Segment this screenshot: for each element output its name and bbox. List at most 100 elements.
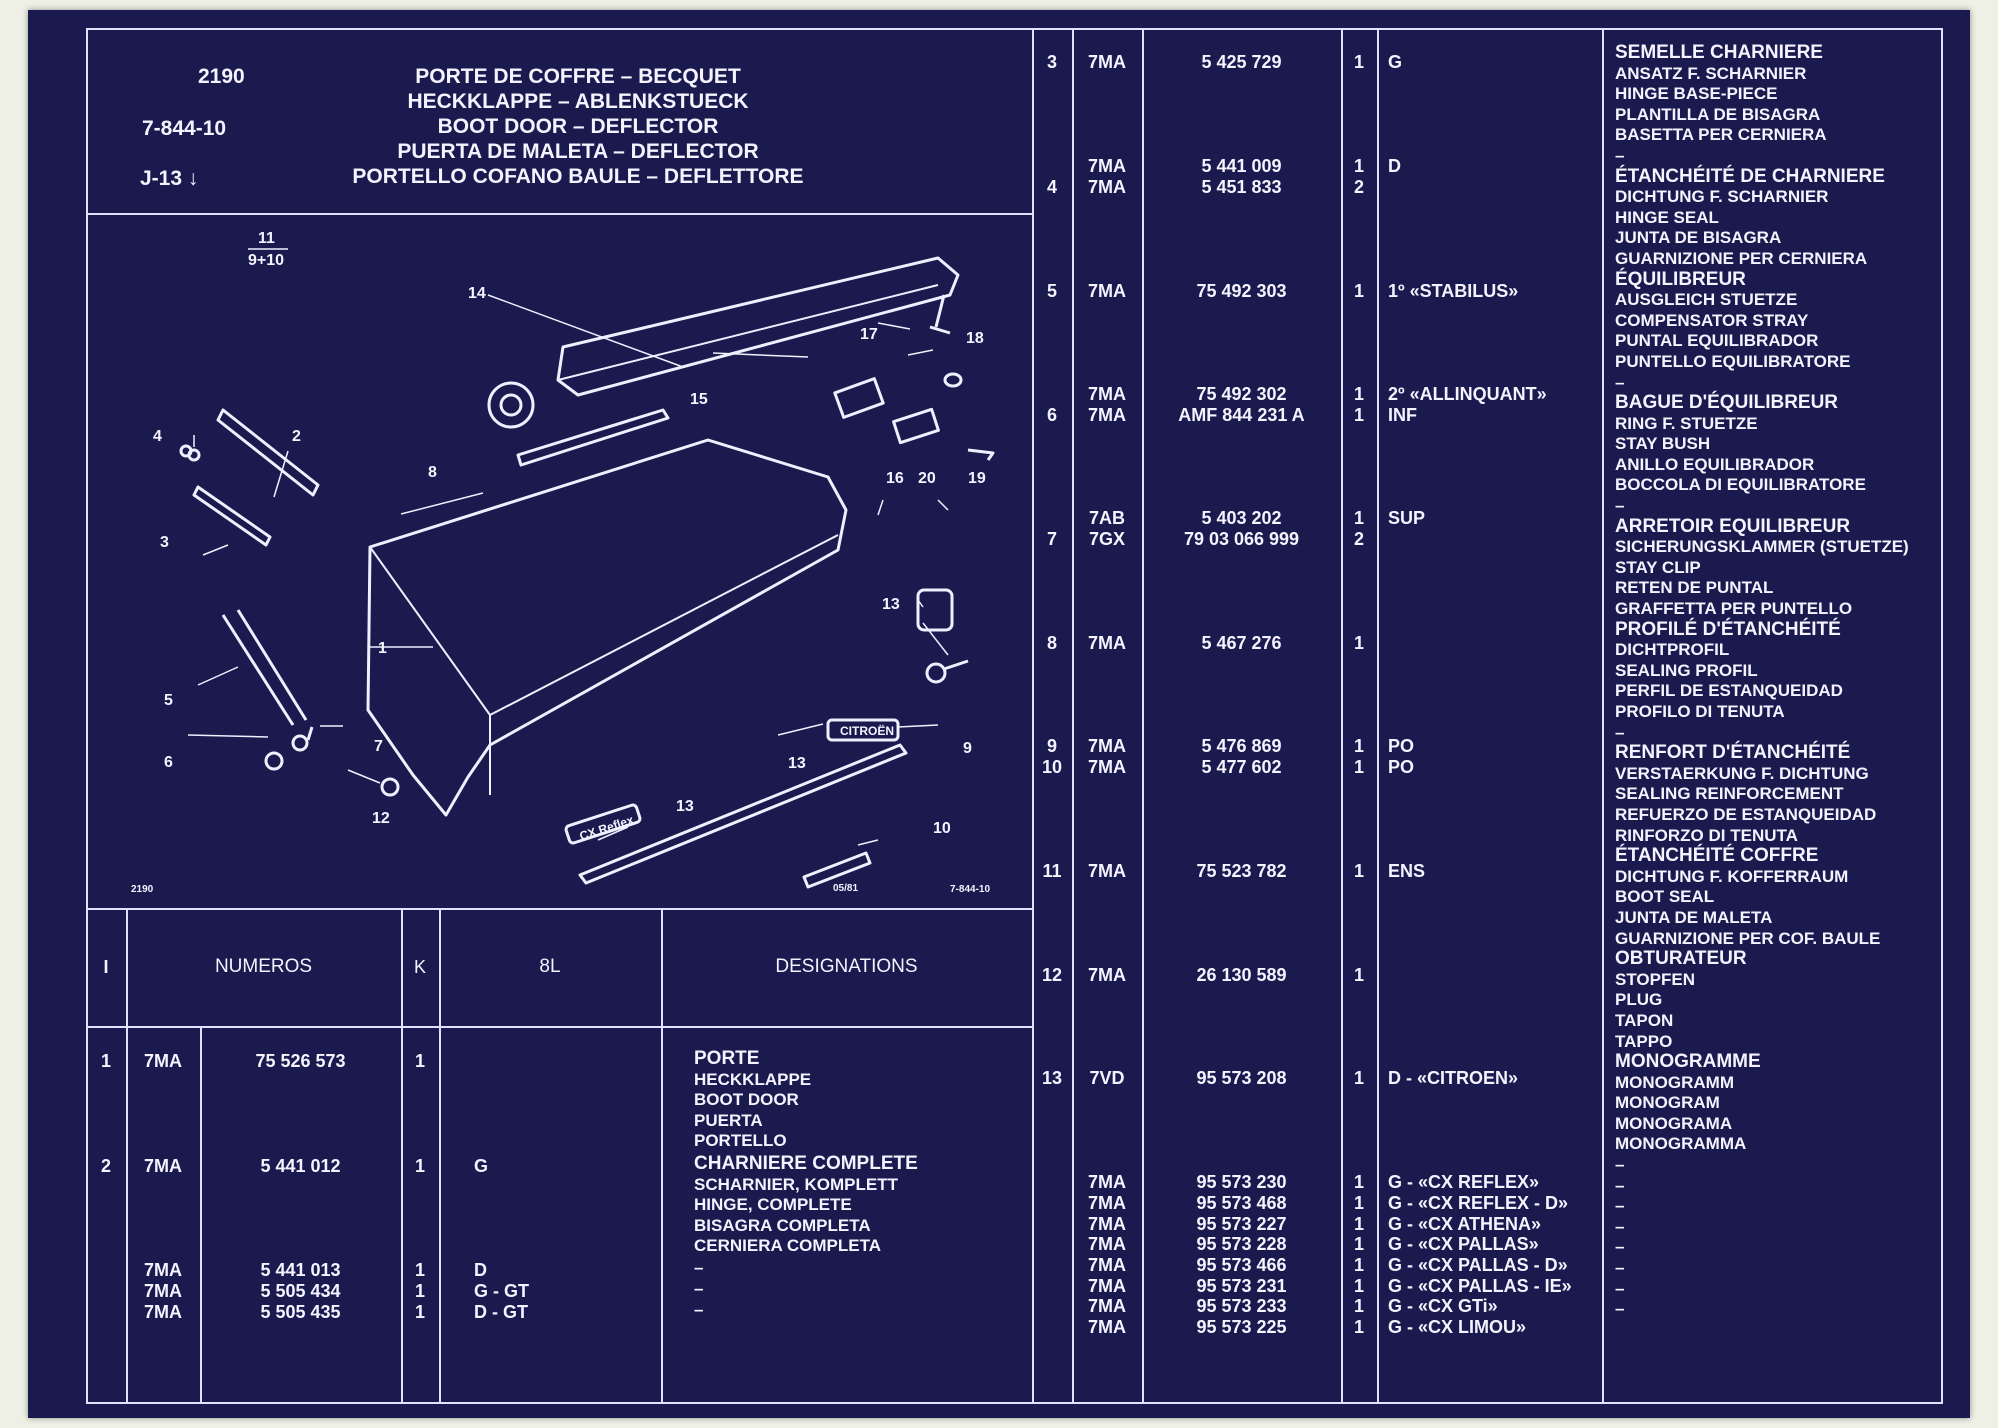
designation-line: GRAFFETTA PER PUNTELLO bbox=[1615, 599, 1853, 619]
designation-line: – bbox=[1615, 145, 1625, 165]
col-line bbox=[1602, 28, 1604, 1404]
row-prefix: 7MA bbox=[1087, 633, 1126, 653]
designation-line: JUNTA DE BISAGRA bbox=[1615, 228, 1782, 248]
designation-line: PERFIL DE ESTANQUEIDAD bbox=[1615, 681, 1843, 701]
designation-line: PORTELLO bbox=[694, 1131, 787, 1151]
row-bl: 2º «ALLINQUANT» bbox=[1388, 384, 1547, 404]
row-prefix: 7MA bbox=[143, 1156, 182, 1176]
title-block: PORTE DE COFFRE – BECQUET HECKKLAPPE – A… bbox=[328, 64, 828, 189]
designation-line: – bbox=[1615, 1299, 1625, 1319]
row-item: 2 bbox=[100, 1156, 111, 1176]
designation-line: MONOGRAMMA bbox=[1615, 1134, 1747, 1154]
designation-line: CERNIERA COMPLETA bbox=[694, 1236, 881, 1256]
row-qty: 1 bbox=[1353, 1296, 1364, 1316]
svg-text:14: 14 bbox=[468, 285, 486, 302]
designation-line: – bbox=[694, 1300, 704, 1319]
designation-line: HINGE BASE-PIECE bbox=[1615, 84, 1778, 104]
designation-line: SEALING REINFORCEMENT bbox=[1615, 784, 1844, 804]
row-prefix: 7MA bbox=[1087, 384, 1126, 404]
designation-line: HINGE SEAL bbox=[1615, 207, 1719, 227]
designation-line: PLANTILLA DE BISAGRA bbox=[1615, 104, 1821, 124]
row-number: 95 573 230 bbox=[1196, 1172, 1287, 1192]
svg-text:2190: 2190 bbox=[131, 884, 154, 895]
designation-line: PUERTA bbox=[694, 1110, 763, 1130]
row-number: 95 573 225 bbox=[1196, 1317, 1287, 1337]
row-item: 3 bbox=[1046, 52, 1057, 72]
row-prefix: 7MA bbox=[1087, 965, 1126, 985]
row-number: 95 573 233 bbox=[1196, 1296, 1287, 1316]
row-qty: 1 bbox=[1353, 1172, 1364, 1192]
designation-line: REFUERZO DE ESTANQUEIDAD bbox=[1615, 804, 1877, 824]
row-prefix: 7MA bbox=[1087, 1193, 1126, 1213]
title-fr: PORTE DE COFFRE – BECQUET bbox=[415, 65, 741, 88]
title-en: BOOT DOOR – DEFLECTOR bbox=[437, 115, 719, 138]
row-qty: 1 bbox=[1353, 1068, 1364, 1088]
table-header-divider bbox=[86, 1026, 1032, 1028]
designation-line: ANSATZ F. SCHARNIER bbox=[1615, 63, 1807, 83]
row-bl: SUP bbox=[1388, 508, 1426, 528]
section-code: J-13 ↓ bbox=[140, 167, 199, 190]
title-it: PORTELLO COFANO BAULE – DEFLETTORE bbox=[352, 165, 804, 188]
designation-line: HECKKLAPPE bbox=[694, 1069, 812, 1089]
row-bl: G - GT bbox=[474, 1281, 529, 1301]
row-prefix: 7MA bbox=[1087, 736, 1126, 756]
svg-text:15: 15 bbox=[690, 391, 708, 408]
row-bl: G bbox=[1388, 52, 1403, 72]
row-prefix: 7MA bbox=[1087, 757, 1126, 777]
row-qty: 1 bbox=[414, 1281, 425, 1301]
designation-line: PORTE bbox=[694, 1048, 760, 1069]
round-grommet-part bbox=[487, 381, 535, 429]
designation-line: – bbox=[1615, 1155, 1625, 1175]
col-line bbox=[661, 908, 663, 1404]
row-number: 75 492 303 bbox=[1196, 281, 1287, 301]
col-line bbox=[401, 908, 403, 1404]
designation-line: ARRETOIR EQUILIBREUR bbox=[1615, 515, 1851, 537]
title-es: PUERTA DE MALETA – DEFLECTOR bbox=[397, 140, 759, 163]
row-prefix: 7MA bbox=[1087, 861, 1126, 881]
designation-line: SEMELLE CHARNIERE bbox=[1615, 42, 1823, 63]
svg-text:18: 18 bbox=[966, 330, 984, 347]
svg-text:05/81: 05/81 bbox=[833, 883, 858, 894]
designation-line: – bbox=[694, 1258, 704, 1277]
designation-line: MONOGRAMA bbox=[1615, 1113, 1733, 1133]
row-qty: 1 bbox=[1353, 156, 1364, 176]
designation-line: RINFORZO DI TENUTA bbox=[1615, 825, 1798, 845]
row-qty: 1 bbox=[1353, 1214, 1364, 1234]
row-item: 8 bbox=[1046, 633, 1057, 653]
svg-text:2: 2 bbox=[292, 428, 301, 445]
row-bl: PO bbox=[1388, 736, 1415, 756]
designation-line: BOCCOLA DI EQUILIBRATORE bbox=[1615, 475, 1866, 495]
designation-line: GUARNIZIONE PER COF. BAULE bbox=[1615, 928, 1881, 948]
row-number: 95 573 227 bbox=[1196, 1214, 1287, 1234]
col-line bbox=[1142, 28, 1144, 1404]
designation-line: ANILLO EQUILIBRADOR bbox=[1615, 454, 1815, 474]
designation-line: – bbox=[1615, 1216, 1625, 1236]
row-qty: 1 bbox=[1353, 281, 1364, 301]
row-qty: 1 bbox=[414, 1156, 425, 1176]
row-number: 5 505 434 bbox=[260, 1281, 341, 1301]
row-qty: 1 bbox=[1353, 736, 1364, 756]
row-number: 5 451 833 bbox=[1201, 177, 1282, 197]
parts-sheet: 2190 7-844-10 J-13 ↓ PORTE DE COFFRE – B… bbox=[28, 10, 1970, 1418]
designation-line: BISAGRA COMPLETA bbox=[694, 1215, 871, 1235]
row-prefix: 7VD bbox=[1089, 1068, 1125, 1088]
row-prefix: 7MA bbox=[1087, 156, 1126, 176]
striker-part bbox=[929, 294, 951, 335]
designation-line: MONOGRAM bbox=[1615, 1093, 1720, 1113]
svg-text:13: 13 bbox=[788, 755, 806, 772]
designation-line: – bbox=[694, 1279, 704, 1298]
boot-door-part bbox=[366, 438, 848, 817]
designation-line: TAPPO bbox=[1615, 1031, 1673, 1051]
svg-text:4: 4 bbox=[153, 428, 162, 445]
designation-line: CHARNIERE COMPLETE bbox=[694, 1153, 918, 1174]
row-qty: 1 bbox=[1353, 1234, 1364, 1254]
svg-text:13: 13 bbox=[676, 798, 694, 815]
row-item: 11 bbox=[1042, 861, 1062, 881]
svg-text:13: 13 bbox=[882, 596, 900, 613]
row-bl: G - «CX LIMOU» bbox=[1388, 1317, 1527, 1337]
sealing-reinforcement-part bbox=[578, 743, 908, 885]
svg-text:11: 11 bbox=[258, 230, 275, 247]
outer-frame bbox=[86, 28, 1943, 1404]
seal-profile-part bbox=[516, 408, 670, 467]
